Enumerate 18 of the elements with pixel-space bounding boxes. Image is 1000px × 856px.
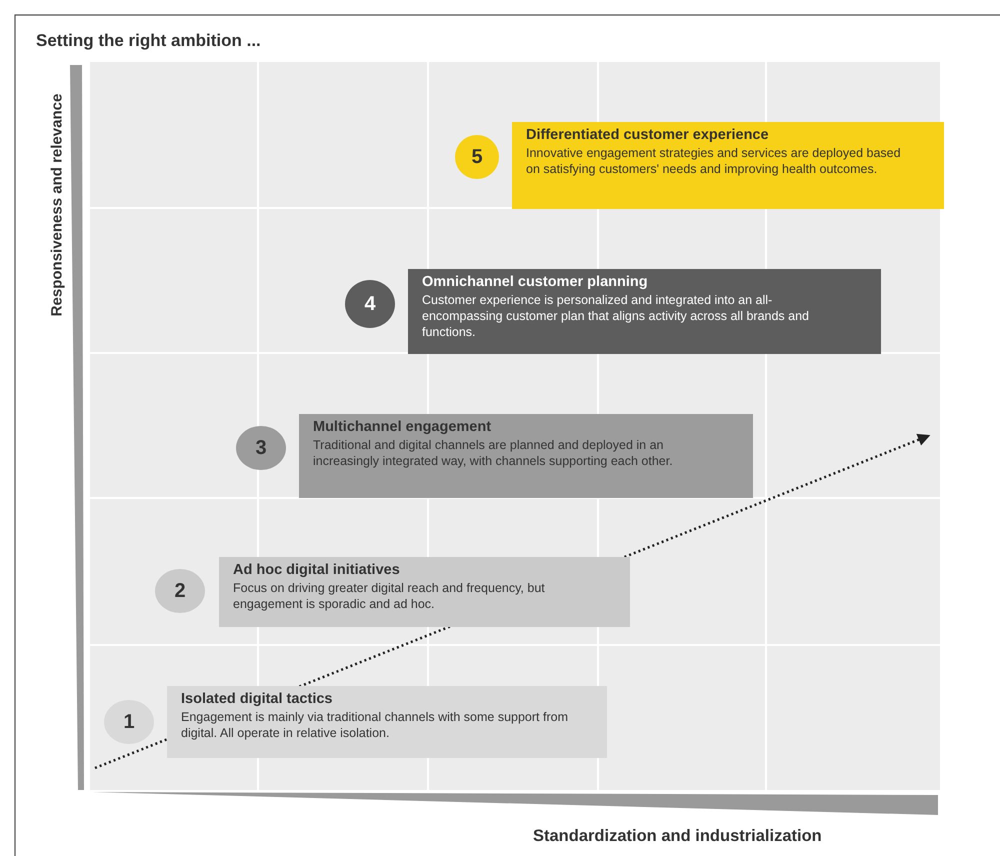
stage-box xyxy=(219,557,630,627)
stage-box xyxy=(408,269,881,354)
stage-description: Traditional and digital channels are planned and deployed in an increasingly integrated way, with channels supporting each other. xyxy=(313,437,674,469)
stage-box xyxy=(299,414,753,498)
stage-heading: Multichannel engagement xyxy=(313,419,492,436)
stage-heading: Omnichannel customer planning xyxy=(422,274,649,291)
stage-description: Customer experience is personalized and integrated into an all-encompassing customer plan that aligns activity across all brands and functions. xyxy=(422,292,810,340)
stage-heading: Differentiated customer experience xyxy=(526,127,770,144)
stage-description: Innovative engagement strategies and services are deployed based on satisfying customers' needs and improving health outcomes. xyxy=(526,145,902,177)
stage-box xyxy=(512,122,944,209)
x-axis-label: Standardization and industrialization xyxy=(533,827,822,846)
stage-heading: Ad hoc digital initiatives xyxy=(233,562,401,579)
stage-description: Engagement is mainly via traditional channels with some support from digital. All operate in relative isolation. xyxy=(181,709,569,741)
title: Setting the right ambition ... xyxy=(36,31,261,51)
stage-heading: Isolated digital tactics xyxy=(181,691,334,708)
stage-description: Focus on driving greater digital reach and frequency, but engagement is sporadic and ad hoc. xyxy=(233,580,546,612)
y-axis-label: Responsiveness and relevance xyxy=(48,94,66,316)
stage-box xyxy=(167,686,607,758)
